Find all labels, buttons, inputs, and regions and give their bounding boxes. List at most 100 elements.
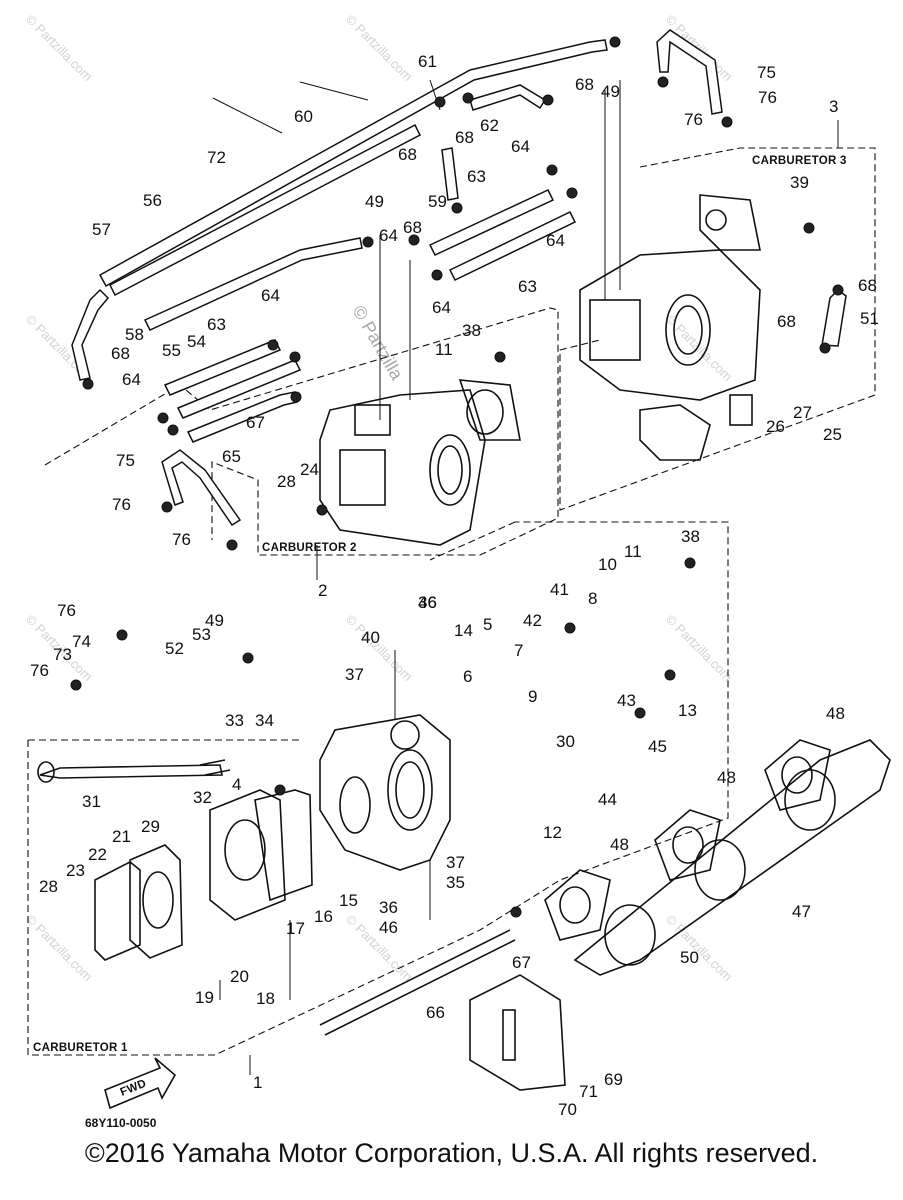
section-boundaries [27, 147, 876, 1056]
callout: 73 [53, 645, 72, 664]
callout: 6 [463, 667, 472, 686]
gasket-plate [319, 739, 891, 1091]
callout: 49 [365, 192, 384, 211]
callout: 60 [294, 107, 313, 126]
callout: 49 [601, 82, 620, 101]
callout: 11 [435, 340, 453, 359]
callout: 47 [792, 902, 811, 921]
callout: 57 [92, 220, 111, 239]
callout: 67 [512, 953, 531, 972]
watermark: © Partzilla.com [663, 912, 736, 985]
callout: 8 [588, 589, 597, 608]
callout: 68 [111, 344, 130, 363]
callout: 65 [222, 447, 241, 466]
callout: 55 [162, 341, 181, 360]
callout: 68 [398, 145, 417, 164]
callout: 44 [598, 790, 617, 809]
callout: 1 [253, 1073, 262, 1092]
callout: 63 [518, 277, 537, 296]
callout: 15 [339, 891, 358, 910]
document-code: 68Y110-0050 [85, 1116, 157, 1130]
callout: 63 [207, 315, 226, 334]
leader-lines [219, 79, 839, 1075]
callout: 11 [624, 542, 642, 561]
callout: 76 [684, 110, 703, 129]
copyright-notice: ©2016 Yamaha Motor Corporation, U.S.A. A… [84, 1138, 819, 1168]
callout: 74 [72, 632, 91, 651]
clamps [70, 36, 844, 918]
callout: 64 [511, 137, 530, 156]
gasket-boundary [28, 521, 516, 741]
callout: 59 [428, 192, 447, 211]
callout: 12 [543, 823, 562, 842]
hose-56 [109, 123, 421, 297]
section-label-carb2: CARBURETOR 2 [262, 542, 357, 554]
callout: 48 [610, 835, 629, 854]
callout: 21 [112, 827, 131, 846]
callout: 33 [225, 711, 244, 730]
section-label-carb1: CARBURETOR 1 [33, 1042, 128, 1054]
top-hose-assembly [71, 29, 847, 527]
callout: 19 [195, 988, 214, 1007]
callout: 75 [757, 63, 776, 82]
callout: 64 [432, 298, 451, 317]
callout: 30 [556, 732, 575, 751]
callout: 76 [112, 495, 131, 514]
callout: 68 [403, 218, 422, 237]
callout: 28 [277, 472, 296, 491]
watermark: © Partzilla.com [663, 12, 736, 85]
callout: 46 [418, 593, 437, 612]
hose-63a [428, 189, 555, 256]
callout: 29 [141, 817, 160, 836]
callout: 34 [255, 711, 274, 730]
callout: 14 [454, 621, 473, 640]
callout: 37 [345, 665, 364, 684]
center-watermark: © Partzilla [349, 302, 408, 384]
callout: 38 [681, 527, 700, 546]
rod-60 [299, 81, 369, 101]
callout: 24 [300, 460, 319, 479]
callout: 7 [514, 641, 523, 660]
section-label-carb3: CARBURETOR 3 [752, 155, 847, 167]
callout: 48 [826, 704, 845, 723]
carb1-boundary [27, 521, 729, 1056]
callout: 67 [246, 413, 265, 432]
carburetor-2-body [319, 379, 521, 546]
callout: 13 [678, 701, 697, 720]
callout: 10 [598, 555, 617, 574]
callout: 40 [361, 628, 380, 647]
callout: 25 [823, 425, 842, 444]
callout: 18 [256, 989, 275, 1008]
hose-upper-right [469, 84, 547, 111]
callout: 53 [192, 625, 211, 644]
watermark: © Partzilla.com [663, 312, 736, 385]
callout: 54 [187, 332, 206, 351]
callout: 46 [379, 918, 398, 937]
callout: 49 [205, 611, 224, 630]
callout: 5 [483, 615, 492, 634]
callout: 51 [860, 309, 879, 328]
callout: 71 [579, 1082, 598, 1101]
callout: 68 [777, 312, 796, 331]
callout: 16 [314, 907, 333, 926]
callout: 32 [193, 788, 212, 807]
callout: 64 [261, 286, 280, 305]
hose-63d [176, 359, 302, 419]
carburetor-exploded-diagram: © Partzilla.com © Partzilla.com © Partzi… [23, 12, 891, 1130]
callout: 45 [648, 737, 667, 756]
callout: 69 [604, 1070, 623, 1089]
callout: 62 [480, 116, 499, 135]
hose-63b [448, 211, 577, 281]
callout: 56 [143, 191, 162, 210]
hose-75-left [161, 449, 242, 527]
hose-long-top [98, 39, 608, 288]
callout: 3 [829, 97, 838, 116]
hose-59 [441, 147, 459, 201]
callout: 20 [230, 967, 249, 986]
callout: 4 [232, 775, 241, 794]
callout: 27 [793, 403, 812, 422]
callouts: 1 2 3 4 5 6 7 8 9 10 11 11 12 13 14 15 1… [30, 52, 879, 1119]
callout: 68 [455, 128, 474, 147]
callout: 42 [523, 611, 542, 630]
callout: 22 [88, 845, 107, 864]
